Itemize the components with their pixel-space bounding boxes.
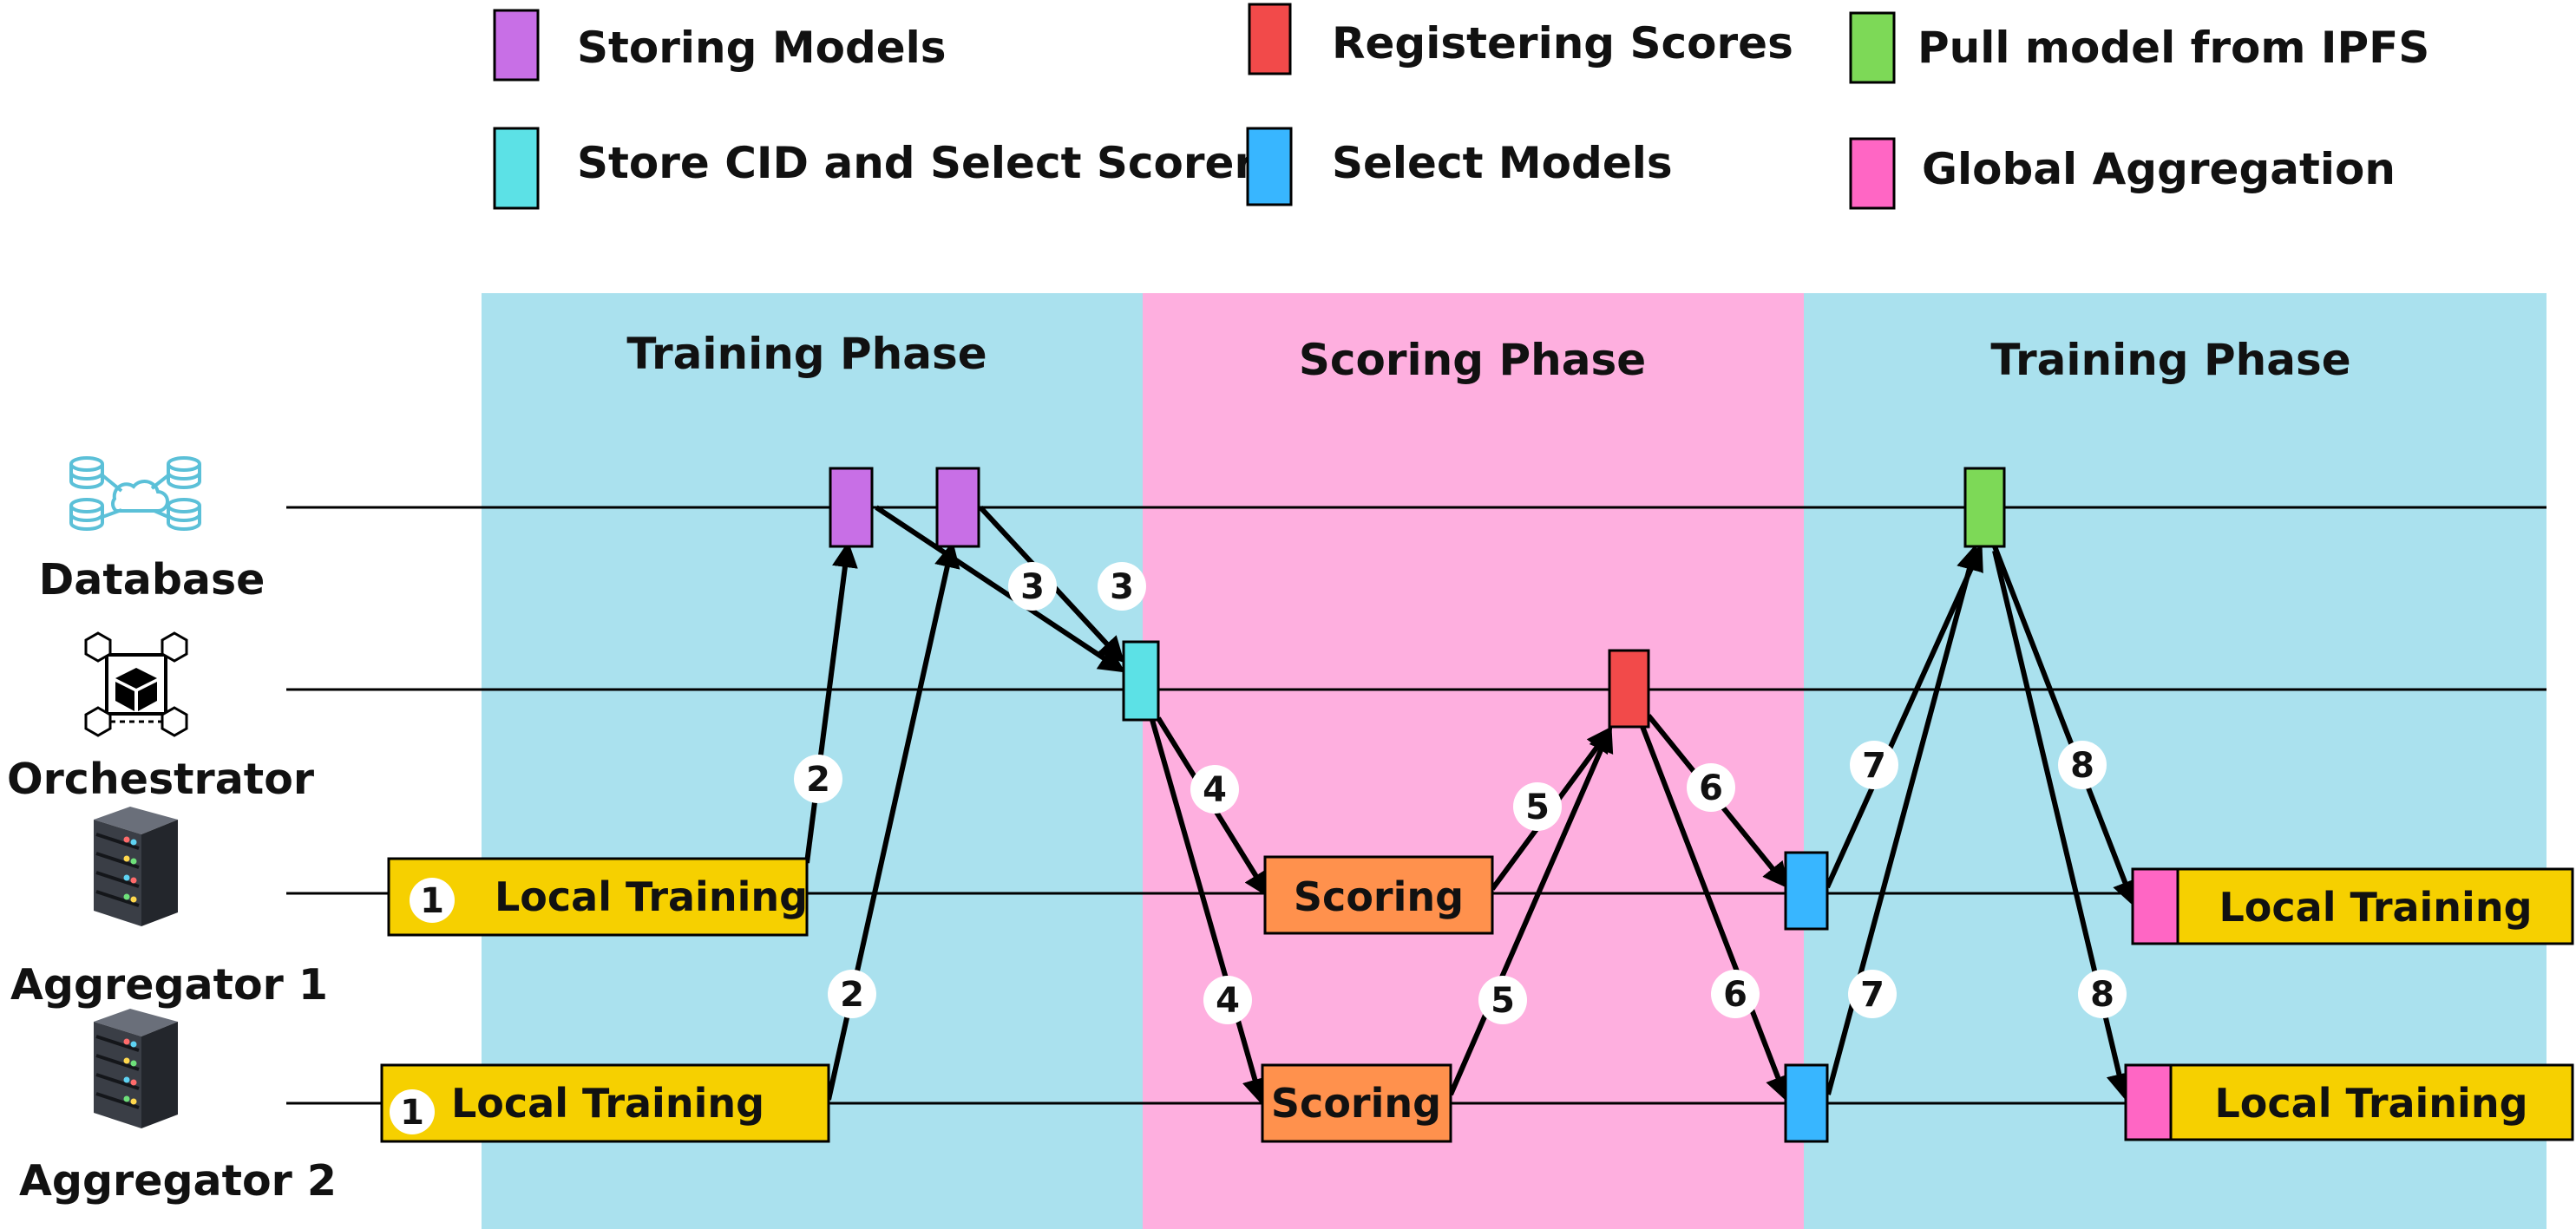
arrow-step-8-a1 [1992,545,2138,907]
step-badge-4-a2 [1203,976,1252,1024]
database-cloud-icon [69,456,201,531]
legend-label-select-models: Select Models [1332,138,1673,188]
local-training-label-a1: Local Training [495,873,808,920]
step-badge-4-a1 [1190,765,1239,814]
local-training-box-a2-final [2169,1063,2574,1141]
step-badge-6-a2-label: 6 [1723,975,1747,1015]
legend-label-pull-model: Pull model from IPFS [1917,23,2429,73]
block-registering-scores [1608,649,1650,729]
step-badge-3-a-label: 3 [1020,567,1045,607]
block-global-aggregation-a1 [2131,867,2179,945]
actor-label-orchestrator: Orchestrator [7,755,315,804]
arrow-step-3-a [875,505,1126,673]
step-badge-1-a1-label: 1 [420,881,444,921]
actor-label-aggregator-1: Aggregator 1 [10,960,328,1010]
step-badge-4-a1-label: 4 [1203,770,1227,810]
scoring-box-a1 [1263,855,1494,935]
step-badge-6-a2 [1711,970,1760,1018]
local-training-label-a2-final: Local Training [2214,1080,2527,1127]
phase-region-scoring [1143,293,1804,1229]
step-badge-2-a1-label: 2 [806,760,830,800]
arrow-step-5-a2 [1448,725,1614,1096]
step-badge-8-a1 [2058,741,2107,789]
step-badge-8-a2 [2078,970,2127,1018]
block-select-models-a2 [1784,1063,1829,1143]
legend-label-global-aggregation: Global Aggregation [1922,144,2396,194]
local-training-label-a1-final: Local Training [2219,884,2532,931]
step-badge-7-a1-label: 7 [1862,746,1886,786]
step-badge-7-a2-label: 7 [1860,975,1884,1015]
actor-label-database: Database [39,555,265,605]
step-badge-2-a2 [828,970,876,1018]
scoring-box-a2 [1261,1063,1452,1143]
phase-title-scoring: Scoring Phase [1299,335,1646,385]
step-badge-4-a2-label: 4 [1216,981,1240,1021]
legend-label-registering-scores: Registering Scores [1332,18,1793,69]
legend-label-store-cid: Store CID and Select Scorers [577,138,1281,188]
arrow-step-4-a2 [1150,719,1268,1105]
step-badge-5-a1 [1513,782,1562,831]
step-badge-7-a1 [1850,741,1898,789]
step-badge-6-a1-label: 6 [1699,768,1723,808]
step-badge-1-a2-label: 1 [400,1093,424,1133]
legend-swatch-global-aggregation [1849,137,1896,210]
scoring-label-a1: Scoring [1294,873,1464,920]
legend-swatch-pull-model [1849,11,1896,84]
phase-title-training-1: Training Phase [626,329,986,379]
step-badges: 2 2 3 3 4 4 5 5 6 6 7 7 8 8 [794,562,2127,1024]
step-badge-5-a1-label: 5 [1525,788,1550,827]
step-badge-1-a1 [410,878,455,923]
local-training-box-a1-final [2176,867,2574,945]
step-badge-2-a2-label: 2 [840,975,864,1015]
step-badge-3-b-label: 3 [1110,567,1134,607]
step-badge-3-a [1008,562,1057,611]
step-badge-5-a2 [1478,976,1527,1024]
step-badge-8-a2-label: 8 [2090,975,2114,1015]
step-badge-6-a1 [1687,763,1735,812]
step-badge-7-a2 [1848,970,1897,1018]
local-training-label-a2: Local Training [451,1080,764,1127]
legend: Storing Models Registering Scores Pull m… [493,3,2429,210]
legend-label-storing-models: Storing Models [577,23,947,73]
block-store-cid [1122,640,1160,722]
local-training-box-a2 [380,1063,830,1143]
local-training-box-a1 [387,857,809,937]
phase-title-training-2: Training Phase [1990,335,2350,385]
block-select-models-a1 [1784,851,1829,931]
step-badge-5-a2-label: 5 [1491,981,1515,1021]
step-badge-1-a2 [390,1089,435,1134]
block-pull-model [1963,467,2006,548]
arrow-step-7-a1 [1825,544,1983,889]
step-badge-8-a1-label: 8 [2070,746,2094,786]
actor-label-aggregator-2: Aggregator 2 [19,1156,337,1206]
block-storing-models-2 [935,467,980,548]
legend-swatch-store-cid [493,127,540,210]
step-badge-3-b [1098,562,1146,611]
step-badge-2-a1 [794,755,842,803]
block-storing-models-1 [829,467,874,548]
legend-swatch-storing-models [493,9,540,82]
block-global-aggregation-a2 [2124,1063,2173,1141]
scoring-label-a2: Scoring [1271,1080,1441,1127]
server-rack-icon [94,1009,178,1128]
legend-swatch-select-models [1246,127,1293,206]
blockchain-cube-icon [84,631,188,737]
legend-swatch-registering-scores [1248,3,1292,75]
arrow-step-2-a1 [804,541,858,864]
server-rack-icon [94,807,178,926]
arrow-step-6-a2 [1639,722,1791,1102]
